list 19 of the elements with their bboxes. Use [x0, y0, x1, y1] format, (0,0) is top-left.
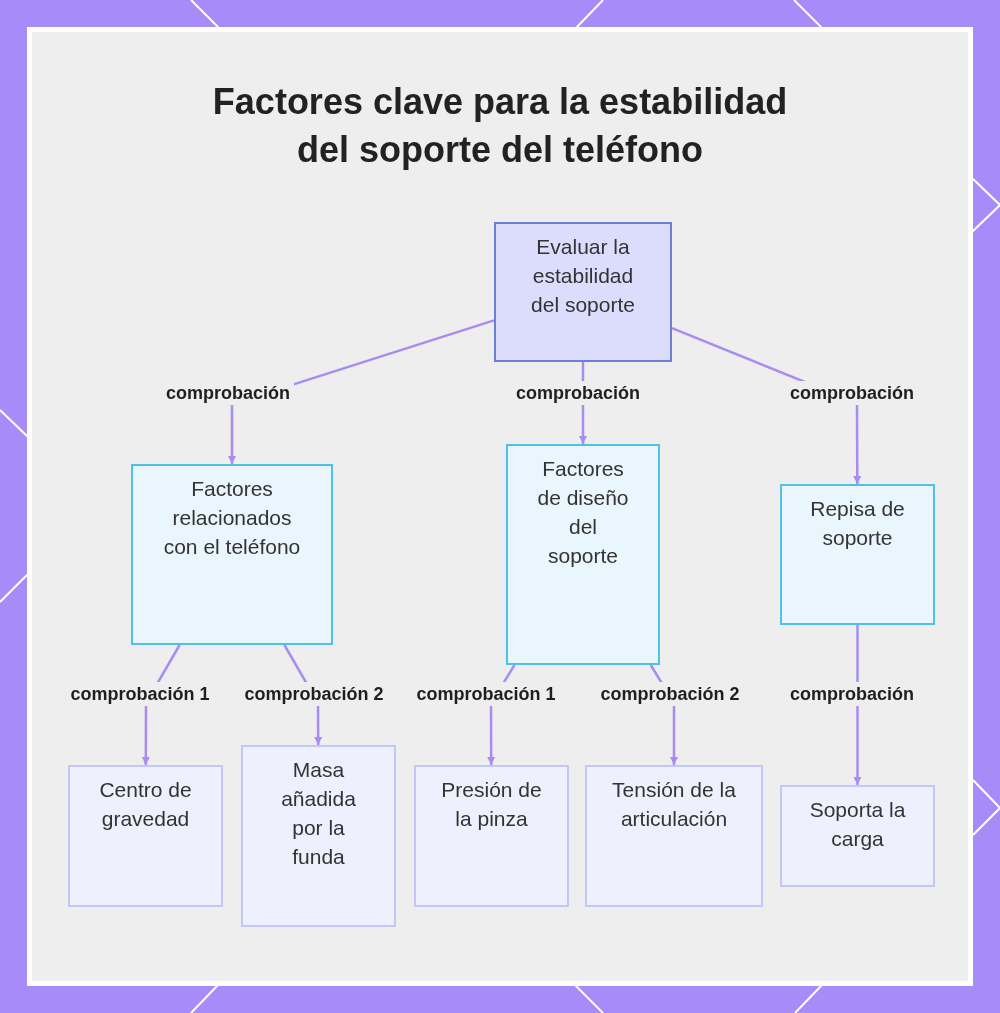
process-box: [585, 765, 763, 907]
node-label: Factores relacionados con el teléfono: [162, 476, 302, 560]
node-label: Soporta la carga: [808, 797, 907, 852]
process-box: [414, 765, 569, 907]
diagram-title: Factores clave para la estabilidad del soporte del teléfono: [211, 80, 789, 172]
process-box: [131, 464, 333, 645]
process-box: [506, 444, 660, 665]
process-box: [780, 785, 935, 887]
node-label: Repisa de soporte: [809, 496, 906, 551]
node-label: Tensión de la articulación: [611, 777, 737, 832]
process-box: [68, 765, 223, 907]
node-label: Factores de diseño del soporte: [536, 456, 630, 569]
node-label: Centro de gravedad: [98, 777, 193, 832]
process-box: [494, 222, 672, 362]
process-box: [780, 484, 935, 625]
process-box: [241, 745, 396, 927]
node-label: Masa añadida por la funda: [280, 757, 357, 870]
node-label: Presión de la pinza: [440, 777, 543, 832]
node-label: Evaluar la estabilidad del soporte: [530, 234, 636, 318]
